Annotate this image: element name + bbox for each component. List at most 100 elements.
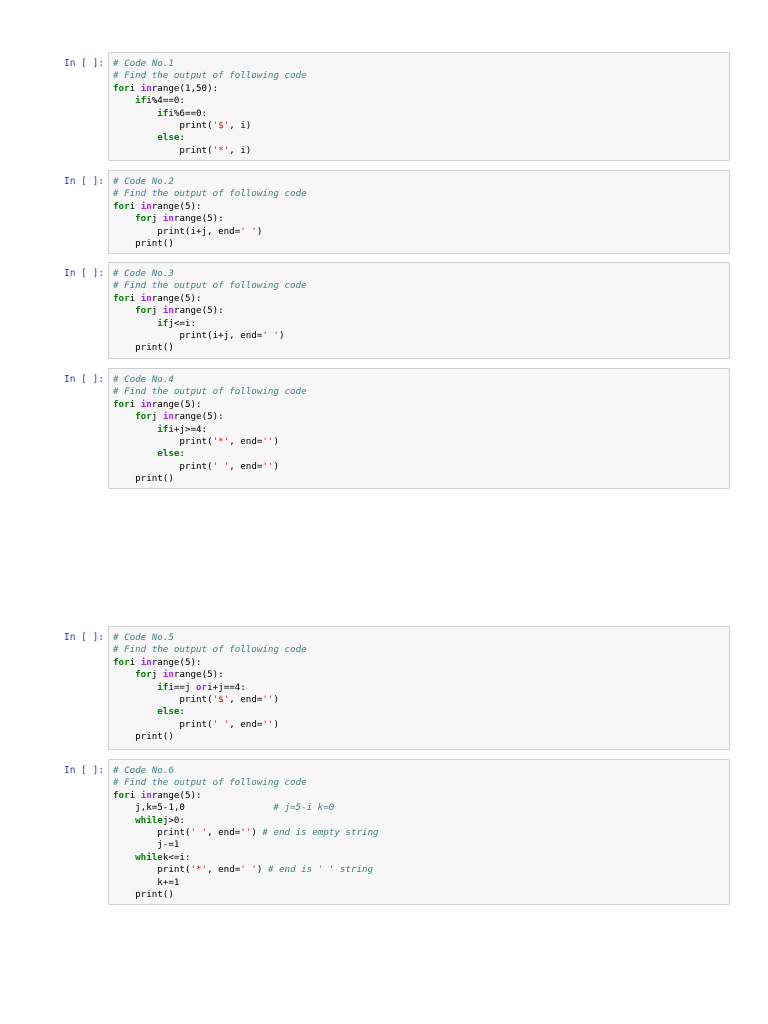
code-line: forj inrange(5): [113, 411, 729, 423]
code-token: # Code No.5 [113, 632, 174, 643]
code-line: j,k=5-1,0 # j=5-i k=0 [113, 802, 729, 814]
code-token [113, 305, 135, 316]
code-line: j-=1 [113, 839, 729, 851]
code-token: range(5): [173, 411, 224, 423]
code-token: else [157, 706, 180, 718]
code-token: # Find the output of following code [113, 386, 307, 398]
code-token: k+=1 [113, 876, 180, 888]
code-token: ' ' [262, 329, 279, 341]
code-token: j,k=5-1,0 [113, 802, 274, 814]
code-token [113, 669, 135, 680]
code-line: ifi==j ori+j==4: [113, 682, 729, 694]
code-token: range(5): [173, 213, 224, 225]
code-line: print(i+j, end=' ') [113, 226, 729, 238]
code-token: # end is empty string [262, 826, 379, 838]
code-token: for [113, 656, 130, 668]
code-line: fori inrange(5): [113, 293, 729, 305]
code-token: i [129, 200, 141, 212]
cell-prompt: In [ ]: [64, 58, 105, 69]
code-token: # Code No.2 [113, 176, 174, 187]
code-token: '*' [212, 144, 230, 156]
code-token: ) [256, 225, 263, 237]
code-line: ifi+j>=4: [113, 424, 729, 436]
code-line: fori inrange(5): [113, 790, 729, 802]
code-token: print(i+j, end= [113, 329, 263, 341]
code-block: # Code No.4# Find the output of followin… [109, 369, 729, 486]
code-token: in [140, 789, 152, 801]
code-token: # Find the output of following code [113, 70, 307, 82]
cell-prompt: In [ ]: [64, 374, 105, 385]
code-line: print() [113, 342, 729, 354]
code-token: ' ' [212, 460, 230, 472]
code-block: # Code No.3# Find the output of followin… [109, 263, 729, 355]
code-input-area[interactable]: # Code No.3# Find the output of followin… [108, 262, 730, 359]
code-token: , end= [207, 864, 241, 876]
code-line: print() [113, 473, 729, 485]
code-token: j>0: [162, 814, 185, 826]
cell-prompt: In [ ]: [64, 632, 105, 643]
code-line: fori inrange(5): [113, 657, 729, 669]
code-token: range(5): [173, 669, 224, 681]
code-token: for [135, 305, 152, 317]
code-token: j [151, 411, 163, 423]
code-token: while [135, 851, 163, 863]
code-line: # Code No.3 [113, 268, 729, 280]
cell-prompt: In [ ]: [64, 268, 105, 279]
code-token: # Find the output of following code [113, 644, 307, 656]
code-input-area[interactable]: # Code No.4# Find the output of followin… [108, 368, 730, 489]
code-token: # Find the output of following code [113, 280, 307, 292]
code-line: print(' ', end='') # end is empty string [113, 827, 729, 839]
code-line: # Find the output of following code [113, 777, 729, 789]
code-line: print('*', i) [113, 145, 729, 157]
code-token: print() [113, 731, 174, 743]
code-line: print('*', end=' ') # end is ' ' string [113, 864, 729, 876]
code-token: , end= [229, 718, 263, 730]
code-token: for [113, 789, 130, 801]
code-token: if [157, 423, 169, 435]
code-token: else [157, 132, 180, 144]
code-token: i [129, 82, 141, 94]
code-line: # Find the output of following code [113, 70, 729, 82]
code-line: else: [113, 132, 729, 144]
code-token: ) [251, 826, 263, 838]
code-line: # Find the output of following code [113, 280, 729, 292]
code-token [113, 318, 157, 329]
code-token: in [162, 305, 174, 317]
code-line: k+=1 [113, 877, 729, 889]
code-block: # Code No.2# Find the output of followin… [109, 171, 729, 250]
code-input-area[interactable]: # Code No.5# Find the output of followin… [108, 626, 730, 750]
code-token: if [157, 107, 169, 119]
code-input-area[interactable]: # Code No.1# Find the output of followin… [108, 52, 730, 161]
code-token: j [151, 213, 163, 225]
cell-prompt: In [ ]: [64, 765, 105, 776]
code-token [113, 95, 135, 106]
code-token [113, 682, 157, 693]
code-input-area[interactable]: # Code No.6# Find the output of followin… [108, 759, 730, 905]
code-token: in [140, 292, 152, 304]
code-token: i [129, 292, 141, 304]
code-token: print( [113, 718, 213, 730]
code-token: for [135, 669, 152, 681]
code-token: in [140, 200, 152, 212]
code-token: in [162, 213, 174, 225]
code-token: in [140, 82, 152, 94]
code-line: print(' ', end='') [113, 719, 729, 731]
code-token: for [113, 82, 130, 94]
code-token: , end= [229, 693, 263, 705]
code-token: j [151, 669, 163, 681]
code-token: : [179, 448, 185, 460]
code-line: print('$', i) [113, 120, 729, 132]
code-token [113, 424, 157, 435]
code-token: print( [113, 864, 191, 876]
code-line: print() [113, 731, 729, 743]
code-token: ' ' [190, 826, 208, 838]
code-token: # Code No.6 [113, 765, 174, 776]
code-line: ifj<=i: [113, 318, 729, 330]
code-token: '' [240, 826, 252, 838]
code-line: else: [113, 706, 729, 718]
code-token: in [162, 669, 174, 681]
code-token: print( [113, 435, 213, 447]
code-line: print('*', end='') [113, 436, 729, 448]
code-token: print( [113, 144, 213, 156]
code-input-area[interactable]: # Code No.2# Find the output of followin… [108, 170, 730, 254]
